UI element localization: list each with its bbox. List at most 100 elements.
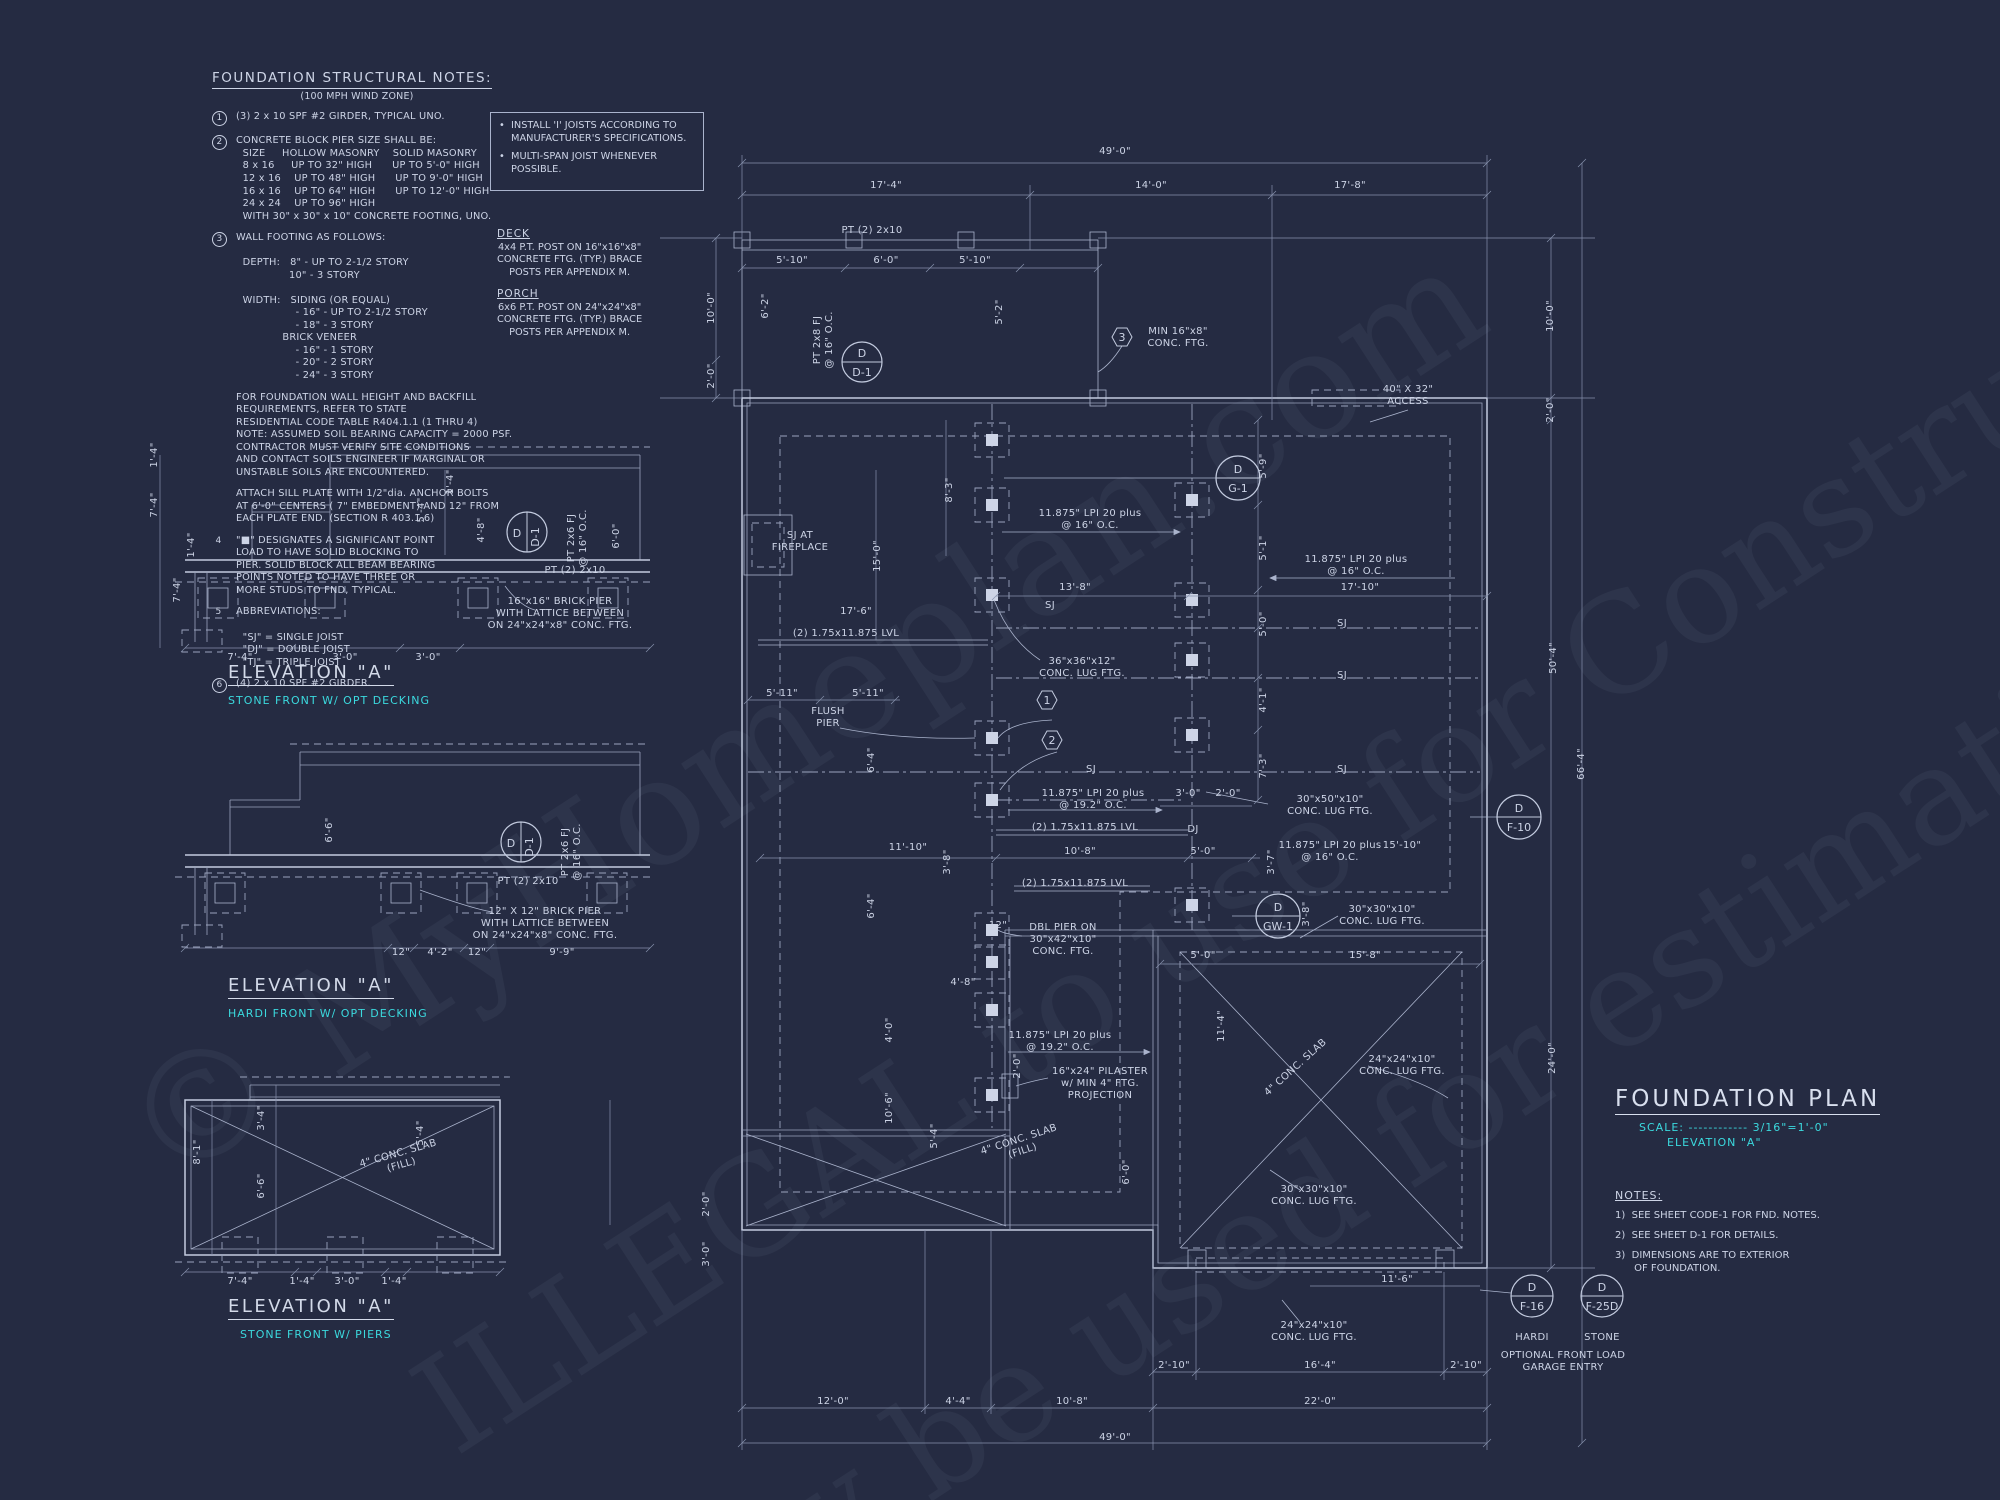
annotation-label: 11.875" LPI 20 plus @ 19.2" O.C. [1041,788,1145,811]
note-item: WALL FOOTING AS FOLLOWS: DEPTH: 8" - UP … [236,232,428,381]
note-item: FOR FOUNDATION WALL HEIGHT AND BACKFILL … [236,391,513,478]
svg-text:F-25D: F-25D [1586,1300,1619,1313]
annotation-label: 4'-0" [884,1017,895,1043]
annotation-label: 5'-10" [776,255,808,266]
joist-note: MULTI-SPAN JOIST WHENEVER POSSIBLE. [499,151,695,176]
plan-elevation: ELEVATION "A" [1667,1136,1762,1149]
svg-text:D: D [1598,1281,1606,1294]
annotation-label: 12'-0" [817,1396,849,1407]
annotation-label: 3'-0" [334,1276,360,1287]
detail-tag-gw1: D GW-1 [1255,893,1301,939]
annotation-label: 6'-4" [866,747,877,773]
plan-note: 3) DIMENSIONS ARE TO EXTERIOR OF FOUNDAT… [1615,1250,1790,1274]
annotation-label: SJ [1337,618,1347,629]
detail-tag-d1-elev1: D D-1 [506,511,548,553]
annotation-label: 5'-2" [994,299,1005,325]
annotation-label: 16'-4" [1304,1360,1336,1371]
annotation-label: 3'-0" [332,652,358,663]
hex-tag-3: 3 [1111,327,1133,347]
annotation-label: 17'-4" [870,180,902,191]
annotation-label: (2) 1.75x11.875 LVL [1021,878,1129,889]
annotation-label: 2'-10" [1450,1360,1482,1371]
elevation-1-title: ELEVATION "A" [228,662,394,686]
plan-note: 1) SEE SHEET CODE-1 FOR FND. NOTES. [1615,1210,1820,1221]
annotation-label: 3'-4" [256,1105,267,1131]
annotation-label: 5'-11" [852,688,884,699]
svg-text:D: D [1528,1281,1536,1294]
detail-tag-d1-elev2: D D-1 [500,821,542,863]
note-item: ATTACH SILL PLATE WITH 1/2"dia. ANCHOR B… [236,488,500,525]
svg-text:D: D [1274,901,1282,914]
annotation-label: 4'-4" [945,1396,971,1407]
annotation-label: SJ [1086,764,1096,775]
annotation-label: 9'-9" [549,947,575,958]
note-item: ABBREVIATIONS: "SJ" = SINGLE JOIST "DJ" … [236,606,350,668]
plan-notes-title: NOTES: [1615,1189,1663,1202]
annotation-label: MIN 16"x8" CONC. FTG. [1147,326,1209,349]
annotation-label: SJ AT FIREPLACE [771,530,829,553]
annotation-label: 50'-4" [1548,642,1559,674]
annotation-label: DJ [1187,824,1199,835]
annotation-label: 12" X 12" BRICK PIER WITH LATTICE BETWEE… [472,906,618,941]
annotation-label: 4'-8" [476,517,487,543]
annotation-label: 16"x24" PILASTER w/ MIN 4" FTG. PROJECTI… [1052,1066,1148,1101]
plan-note: 2) SEE SHEET D-1 FOR DETAILS. [1615,1230,1779,1241]
annotation-label: 5'-0" [1190,846,1216,857]
annotation-label: 49'-0" [1099,146,1131,157]
annotation-label: 11'-10" [888,842,928,853]
svg-text:D-1: D-1 [852,366,871,379]
annotation-label: 1'-4" [289,1276,315,1287]
deck-note: DECK 4x4 P.T. POST ON 16"x16"x8" CONCRET… [497,228,643,279]
annotation-label: 11.875" LPI 20 plus @ 16" O.C. [1304,554,1408,577]
annotation-label: 3'-0" [415,652,441,663]
annotation-label: 2'-0" [1012,1053,1023,1079]
svg-text:GW-1: GW-1 [1263,920,1293,933]
annotation-label: 6'-0" [873,255,899,266]
annotation-label: STONE [1584,1332,1620,1343]
annotation-label: 2'-0" [706,363,717,389]
annotation-label: 6'-6" [256,1173,267,1199]
notes-subtitle: (100 MPH WIND ZONE) [300,91,414,103]
annotation-label: 5'-9" [1258,453,1269,479]
annotation-label: 40" X 32" ACCESS [1382,384,1434,407]
notes-title: FOUNDATION STRUCTURAL NOTES: [212,70,493,90]
note-item: CONCRETE BLOCK PIER SIZE SHALL BE: SIZE … [236,135,492,222]
annotation-label: 24"x24"x10" CONC. LUG FTG. [1271,1320,1357,1343]
svg-text:D-1: D-1 [523,837,536,856]
annotation-label: 5'-0" [1190,950,1216,961]
annotation-label: DBL PIER ON 30"x42"x10" CONC. FTG. [1029,922,1097,957]
annotation-label: 7'-4" [149,492,160,518]
svg-text:D: D [1234,463,1242,476]
detail-tag-g1: DG-1 [1215,455,1261,501]
annotation-label: 5'-0" [1258,611,1269,637]
svg-text:F-10: F-10 [1507,821,1531,834]
hex-tag-1: 1 [1036,690,1058,710]
annotation-label: 8'-1" [192,1139,203,1165]
annotation-label: 7'-4" [227,652,253,663]
annotation-label: 11.875" LPI 20 plus @ 16" O.C. [1278,840,1382,863]
annotation-label: 15'-0" [872,540,883,572]
svg-text:2: 2 [1049,734,1056,747]
annotation-label: 24"x24"x10" CONC. LUG FTG. [1359,1054,1445,1077]
annotation-label: 5'-4" [929,1123,940,1149]
note-item: (4) 2 x 10 SPF #2 GIRDER. [236,678,371,690]
annotation-label: 17'-8" [1334,180,1366,191]
annotation-label: 3'-8" [1301,901,1312,927]
titleblock: FOUNDATION PLAN SCALE: ------------ 3/16… [1615,1086,1945,1275]
svg-text:D-1: D-1 [529,527,542,546]
annotation-label: 1'-4" [149,442,160,468]
annotation-label: 6'-0" [1121,1159,1132,1185]
detail-tag-d1-deck: DD-1 [841,341,883,383]
elevation-2-subtitle: HARDI FRONT W/ OPT DECKING [228,1007,428,1020]
annotation-label: 36"x36"x12" CONC. LUG FTG. [1039,656,1125,679]
annotation-label: 12" [467,947,487,958]
porch-note: PORCH 6x6 P.T. POST ON 24"x24"x8" CONCRE… [497,288,643,339]
annotation-label: 1'-4" [186,532,197,558]
annotation-label: 5'-10" [959,255,991,266]
elevation-1-subtitle: STONE FRONT W/ OPT DECKING [228,694,431,707]
annotation-label: PT (2) 2x10 [544,565,606,576]
annotation-label: OPTIONAL FRONT LOAD GARAGE ENTRY [1500,1350,1626,1373]
annotation-label: SJ [1337,670,1347,681]
